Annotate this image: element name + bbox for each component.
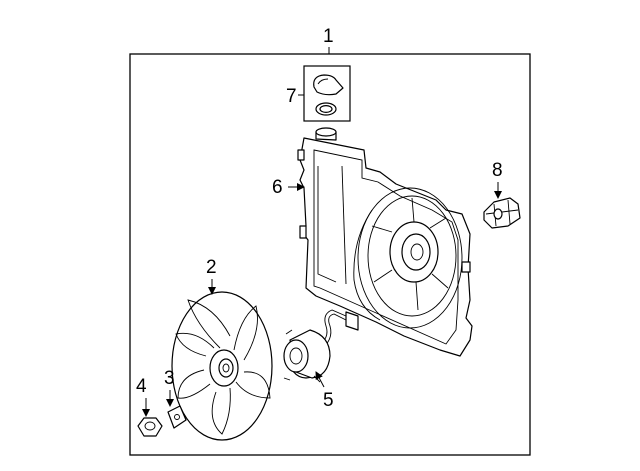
assembly-frame xyxy=(129,53,531,456)
callout-2: 2 xyxy=(206,257,217,278)
callout-3: 3 xyxy=(164,368,175,389)
cap-and-seal-icon[interactable] xyxy=(303,65,351,122)
fan-blade-icon[interactable] xyxy=(171,291,273,441)
callout-4: 4 xyxy=(136,376,147,397)
fan-motor-icon[interactable] xyxy=(283,309,359,383)
callout-1: 1 xyxy=(323,26,334,47)
callout-5: 5 xyxy=(323,390,334,411)
resistor-icon[interactable] xyxy=(483,197,521,229)
callout-7: 7 xyxy=(286,86,297,107)
callout-6: 6 xyxy=(272,177,283,198)
nut-icon[interactable] xyxy=(137,417,163,437)
callout-8: 8 xyxy=(492,160,503,181)
fan-shroud-icon[interactable] xyxy=(297,127,473,357)
clip-icon[interactable] xyxy=(167,405,187,429)
